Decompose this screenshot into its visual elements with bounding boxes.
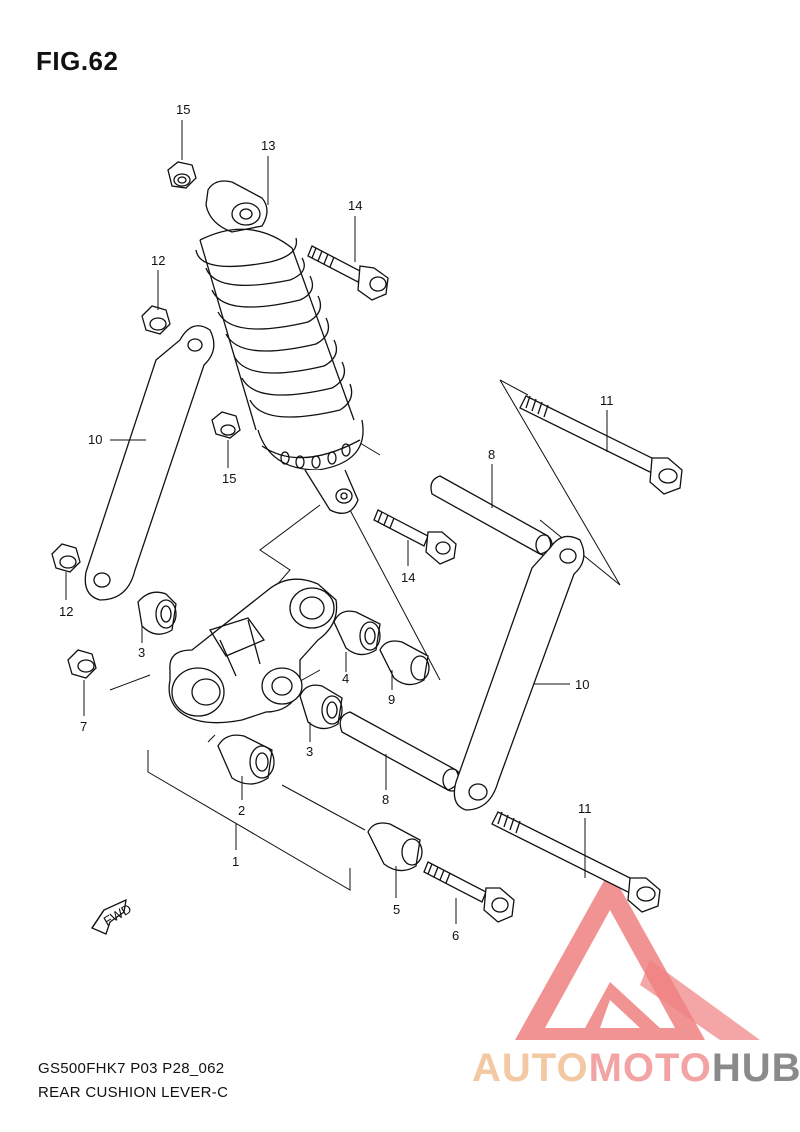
callout-6: 6 bbox=[452, 928, 459, 943]
callout-8-lower: 8 bbox=[382, 792, 389, 807]
part-1-cushion-lever bbox=[168, 578, 338, 724]
callout-15-lower: 15 bbox=[222, 471, 236, 486]
part-14-bolt-lower bbox=[373, 509, 457, 565]
part-2-bushing bbox=[217, 734, 275, 785]
callout-3-left: 3 bbox=[138, 645, 145, 660]
callout-14-upper: 14 bbox=[348, 198, 362, 213]
callout-10-left: 10 bbox=[88, 432, 102, 447]
forward-arrow-icon bbox=[91, 898, 127, 935]
part-8-spacer-lower bbox=[339, 711, 462, 792]
figure-title: FIG.62 bbox=[36, 46, 119, 76]
part-11-long-bolt-lower bbox=[491, 811, 661, 913]
callout-11-upper: 11 bbox=[600, 393, 614, 408]
callout-4: 4 bbox=[342, 671, 349, 686]
part-3-bushing-left bbox=[137, 591, 177, 635]
fwd-label: FWD bbox=[101, 901, 134, 929]
callout-14-lower: 14 bbox=[401, 570, 415, 585]
callout-3-right: 3 bbox=[306, 744, 313, 759]
part-9-spacer bbox=[379, 640, 430, 686]
watermark-moto: MOTO bbox=[588, 1046, 712, 1090]
callout-12-upper: 12 bbox=[151, 253, 165, 268]
part-11-long-bolt-upper bbox=[519, 395, 683, 495]
callout-5: 5 bbox=[393, 902, 400, 917]
part-13-shock-absorber bbox=[195, 180, 364, 514]
part-10-link-rod-right bbox=[453, 535, 585, 811]
callout-2: 2 bbox=[238, 803, 245, 818]
part-7-nut bbox=[67, 649, 97, 679]
part-15-nut-top bbox=[167, 161, 197, 189]
part-5-collar bbox=[367, 822, 423, 872]
callout-11-lower: 11 bbox=[578, 801, 592, 816]
part-4-bushing bbox=[333, 610, 381, 656]
callout-7: 7 bbox=[80, 719, 87, 734]
part-14-bolt-upper bbox=[307, 245, 389, 301]
callout-15-top: 15 bbox=[176, 102, 190, 117]
callout-13: 13 bbox=[261, 138, 275, 153]
callout-12-lower: 12 bbox=[59, 604, 73, 619]
part-15-nut-lower bbox=[211, 411, 241, 439]
figure-name: REAR CUSHION LEVER-C bbox=[38, 1084, 229, 1101]
callout-8-upper: 8 bbox=[488, 447, 495, 462]
callout-1: 1 bbox=[232, 854, 239, 869]
figure-code: GS500FHK7 P03 P28_062 bbox=[38, 1060, 225, 1077]
callout-9: 9 bbox=[388, 692, 395, 707]
watermark-text: AUTOMOTOHUB bbox=[472, 1046, 800, 1091]
part-3-bushing-right bbox=[299, 684, 343, 730]
callout-10-right: 10 bbox=[575, 677, 589, 692]
watermark-hub: HUB bbox=[711, 1046, 800, 1090]
watermark-auto: AUTO bbox=[472, 1046, 589, 1090]
part-6-bolt bbox=[423, 861, 515, 923]
watermark-logo bbox=[515, 870, 760, 1040]
callout-leaders bbox=[65, 120, 608, 924]
callout-labels: 15 13 14 12 11 10 15 8 14 12 3 4 9 7 3 1… bbox=[59, 102, 614, 943]
part-10-link-rod-left bbox=[84, 325, 215, 601]
part-12-nut-upper bbox=[141, 305, 171, 335]
part-12-nut-lower bbox=[51, 543, 81, 573]
